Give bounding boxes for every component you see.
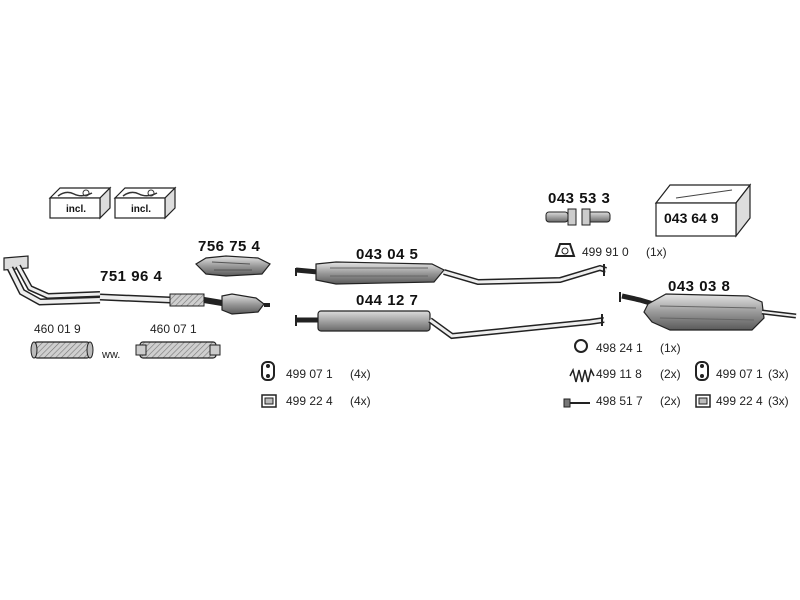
middle-pipe-part (295, 310, 605, 340)
accessory-qty-right-3: (2x) (660, 367, 681, 381)
front-box-part (295, 261, 607, 286)
accessory-qty-right-5: (3x) (768, 367, 789, 381)
ring-icon (574, 339, 588, 353)
bolt-icon (563, 398, 590, 408)
part-number-front-box: 043 04 5 (356, 246, 419, 263)
accessory-code-left-2: 499 22 4 (286, 394, 333, 408)
accessory-qty-right-6: (3x) (768, 394, 789, 408)
incl-box-1 (48, 186, 112, 220)
mounting-pad-icon (261, 394, 277, 408)
part-number-flex-a: 460 01 9 (34, 322, 81, 336)
part-number-flex-b: 460 07 1 (150, 322, 197, 336)
accessory-code-right-3: 499 11 8 (596, 367, 642, 381)
downpipe-part (3, 255, 270, 315)
rubber-hanger-icon (261, 361, 275, 381)
ww-label: ww. (102, 349, 121, 361)
accessory-code-right-6: 499 22 4 (716, 394, 763, 408)
kit-box (654, 183, 752, 238)
incl-box-2 (113, 186, 177, 220)
flex-pipe-b (135, 341, 221, 359)
connector-part (545, 208, 611, 226)
gasket-icon (554, 243, 576, 257)
flex-pipe-a (30, 341, 94, 359)
accessory-code-right-5: 499 07 1 (716, 367, 763, 381)
accessory-qty-right-4: (2x) (660, 394, 681, 408)
accessory-qty-right-2: (1x) (660, 341, 681, 355)
incl-label-1: incl. (66, 204, 87, 215)
accessory-qty-right-1: (1x) (646, 245, 667, 259)
rubber-hanger-icon (695, 361, 709, 381)
accessory-code-right-4: 498 51 7 (596, 394, 643, 408)
part-number-kit-box: 043 64 9 (664, 210, 719, 226)
part-number-middle-pipe: 044 12 7 (356, 292, 419, 309)
mounting-pad-icon (695, 394, 711, 408)
part-number-connector: 043 53 3 (548, 190, 611, 207)
rear-box-part (619, 292, 797, 331)
accessory-code-right-2: 498 24 1 (596, 341, 643, 355)
accessory-code-right-1: 499 91 0 (582, 245, 629, 259)
catalyst-part (195, 255, 271, 277)
accessory-qty-left-2: (4x) (350, 394, 371, 408)
part-number-rear-box: 043 03 8 (668, 278, 731, 295)
part-number-catalyst: 756 75 4 (198, 238, 261, 255)
incl-label-2: incl. (131, 204, 152, 215)
spring-icon (569, 367, 595, 383)
accessory-code-left-1: 499 07 1 (286, 367, 333, 381)
accessory-qty-left-1: (4x) (350, 367, 371, 381)
part-number-downpipe: 751 96 4 (100, 268, 163, 285)
